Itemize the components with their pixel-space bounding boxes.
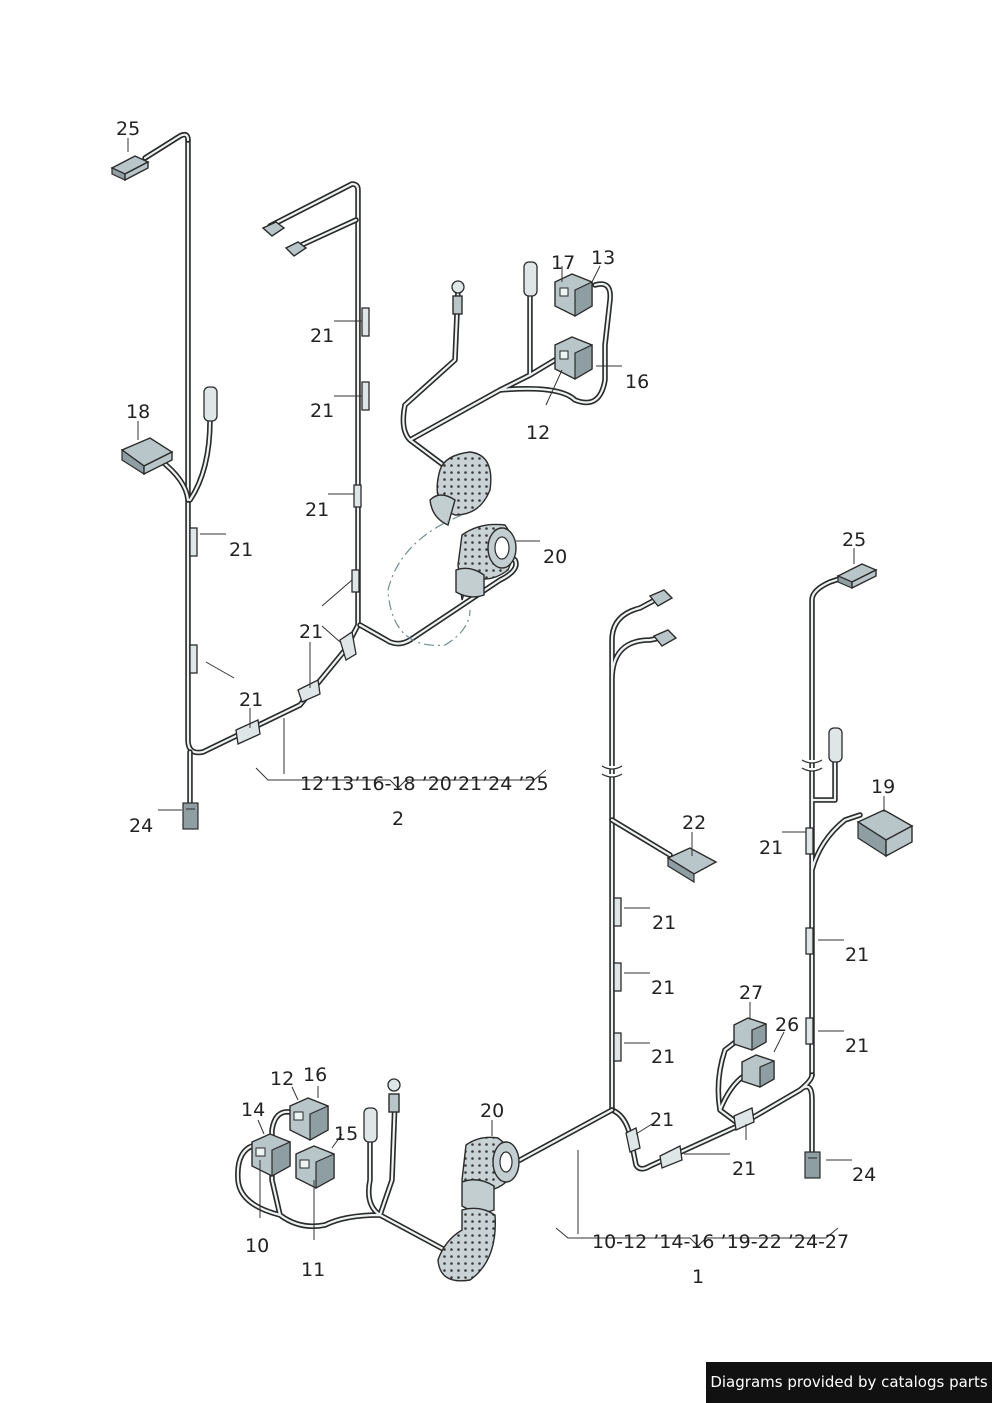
callout-26: 26 bbox=[775, 1014, 799, 1036]
group-labels: 12’13’16-18 ’20’21’24 ’25 2 10-12 ’14-16… bbox=[300, 773, 849, 1288]
harness-1-parts-list: 10-12 ’14-16 ’19-22 ’24-27 bbox=[592, 1231, 849, 1253]
callout-11: 11 bbox=[301, 1259, 325, 1281]
callout-12: 12 bbox=[526, 422, 550, 444]
relay-14-icon bbox=[251, 1133, 291, 1178]
callout-10: 10 bbox=[245, 1235, 269, 1257]
callout-21: 21 bbox=[310, 400, 334, 422]
callout-21: 21 bbox=[299, 621, 323, 643]
callout-21: 21 bbox=[652, 912, 676, 934]
grommet-20-icon bbox=[429, 451, 517, 601]
callout-20: 20 bbox=[543, 546, 567, 568]
callout-20: 20 bbox=[480, 1100, 504, 1122]
callout-24: 24 bbox=[129, 815, 153, 837]
connector-24-icon bbox=[804, 1151, 821, 1179]
control-unit-19-icon bbox=[856, 809, 914, 858]
callout-21: 21 bbox=[229, 539, 253, 561]
clip-21-icon bbox=[189, 307, 370, 745]
diagram-credit-badge: Diagrams provided by catalogs parts bbox=[706, 1362, 992, 1403]
callout-17: 17 bbox=[551, 252, 575, 274]
harness-2-parts-list: 12’13’16-18 ’20’21’24 ’25 bbox=[300, 773, 549, 795]
connector-27-icon bbox=[733, 1017, 767, 1052]
callout-15: 15 bbox=[334, 1123, 358, 1145]
callout-13: 13 bbox=[591, 247, 615, 269]
callout-16: 16 bbox=[625, 371, 649, 393]
relay-15-icon bbox=[295, 1145, 335, 1190]
callout-12: 12 bbox=[270, 1068, 294, 1090]
callout-24: 24 bbox=[852, 1164, 876, 1186]
callout-14: 14 bbox=[241, 1099, 265, 1121]
callout-21: 21 bbox=[305, 499, 329, 521]
control-unit-18-icon bbox=[120, 437, 174, 476]
connector-26-icon bbox=[741, 1054, 775, 1089]
callout-27: 27 bbox=[739, 982, 763, 1004]
connector-25-icon bbox=[836, 563, 878, 590]
callout-21: 21 bbox=[239, 689, 263, 711]
harness-2 bbox=[110, 131, 613, 830]
relay-16-icon bbox=[289, 1097, 329, 1142]
grommet-20-icon bbox=[437, 1136, 520, 1282]
callout-21: 21 bbox=[651, 977, 675, 999]
callout-21: 21 bbox=[310, 325, 334, 347]
sensor-cap-icon bbox=[523, 261, 538, 297]
callout-19: 19 bbox=[871, 776, 895, 798]
terminal-lug-icon bbox=[261, 221, 308, 257]
harness-1 bbox=[235, 563, 914, 1282]
connector-24-icon bbox=[182, 802, 199, 830]
callout-21: 21 bbox=[651, 1046, 675, 1068]
callout-22: 22 bbox=[682, 812, 706, 834]
callout-16: 16 bbox=[303, 1064, 327, 1086]
break-mark-icon bbox=[601, 759, 823, 778]
callout-25: 25 bbox=[842, 529, 866, 551]
clip-21-icon bbox=[613, 827, 814, 1169]
callout-21: 21 bbox=[845, 944, 869, 966]
harness-1-number: 1 bbox=[692, 1266, 704, 1288]
callout-18: 18 bbox=[126, 401, 150, 423]
callout-21: 21 bbox=[732, 1158, 756, 1180]
harness-2-number: 2 bbox=[392, 808, 404, 830]
leader-lines bbox=[127, 138, 885, 1247]
callout-21: 21 bbox=[759, 837, 783, 859]
callout-labels: 25 18 21 21 21 21 21 21 24 17 13 16 12 2… bbox=[116, 118, 895, 1281]
connector-22-icon bbox=[666, 847, 718, 884]
relay-16-icon bbox=[554, 336, 593, 381]
callout-21: 21 bbox=[650, 1109, 674, 1131]
relay-17-icon bbox=[554, 273, 593, 318]
callout-21: 21 bbox=[845, 1035, 869, 1057]
connector-25-icon bbox=[110, 155, 150, 182]
terminal-lug-icon bbox=[648, 589, 678, 647]
callout-25: 25 bbox=[116, 118, 140, 140]
